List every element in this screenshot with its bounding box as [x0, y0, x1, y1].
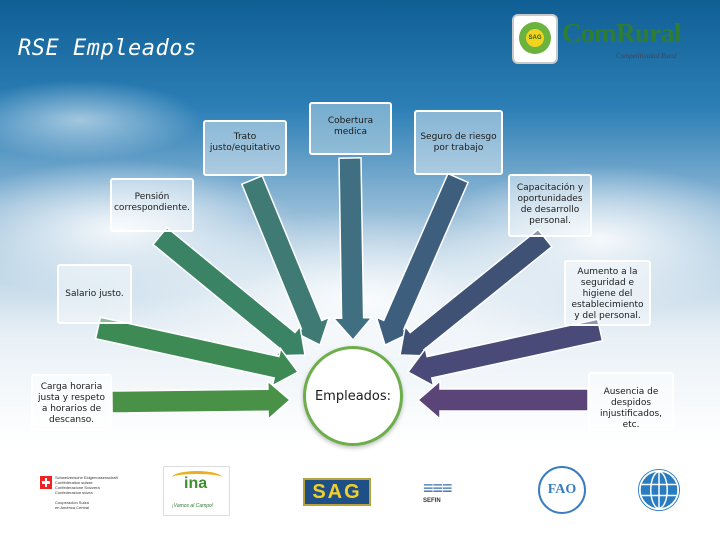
node-carga-horaria: Carga horaria justa y respeto a horarios… — [31, 374, 112, 431]
arrow-cobertura — [331, 157, 374, 342]
node-ausencia-despidos: Ausencia de despidos injustificados, etc… — [588, 372, 674, 431]
ina-logo-icon — [172, 471, 222, 484]
arrow-seguro — [375, 172, 470, 347]
badge-text: SAG — [526, 29, 544, 47]
hub-empleados: Empleados: — [303, 346, 403, 446]
sag-badge-icon: SAG — [512, 14, 558, 64]
node-trato-justo: Trato justo/equitativo — [203, 120, 287, 176]
swiss-cooperation-text: Schweizerische Eidgenossenschaft Confédé… — [55, 475, 118, 510]
node-cobertura-medica: Cobertura medica — [309, 102, 392, 155]
sun-icon: SAG — [519, 22, 551, 54]
fao-emblem: FAO — [538, 466, 586, 514]
swiss-flag-icon — [40, 476, 52, 489]
logo-subtitle: Competitividad Rural — [616, 52, 677, 60]
world-bank-logo — [636, 467, 684, 515]
comrural-logo: SAG ComRural Competitividad Rural — [512, 14, 697, 66]
ina-logo: ina ¡Vamos al Campo! — [163, 466, 230, 516]
ina-name: ina — [184, 475, 208, 492]
world-bank-globe-icon — [636, 467, 682, 513]
ina-slogan: ¡Vamos al Campo! — [172, 503, 214, 509]
node-seguridad-higiene: Aumento a la seguridad e higiene del est… — [564, 260, 651, 326]
sefin-logo-icon: ≡≡≡ SEFIN — [421, 476, 489, 508]
slide-title: RSE Empleados — [18, 36, 197, 61]
node-capacitacion: Capacitación y oportunidades de desarrol… — [508, 174, 592, 237]
sag-logo-icon: SAG — [303, 478, 371, 506]
sefin-mark: ≡≡≡ — [423, 478, 452, 498]
hub-label: Empleados: — [314, 388, 392, 404]
sefin-name: SEFIN — [423, 498, 441, 504]
swiss-cooperation-logo: Schweizerische Eidgenossenschaft Confédé… — [37, 466, 118, 516]
arrow-seguridad — [406, 318, 604, 388]
node-salario-justo: Salario justo. — [57, 264, 132, 324]
arrow-carga — [111, 379, 292, 421]
logo-name: ComRural — [562, 18, 682, 48]
arrow-capacitacion — [399, 228, 553, 357]
arrow-ausencia — [416, 379, 589, 421]
node-pension: Pensión correspondiente. — [110, 178, 194, 232]
arrow-salario — [94, 316, 300, 388]
node-seguro-riesgo: Seguro de riesgo por trabajo — [414, 110, 503, 175]
fao-logo-icon: FAO — [536, 466, 590, 516]
